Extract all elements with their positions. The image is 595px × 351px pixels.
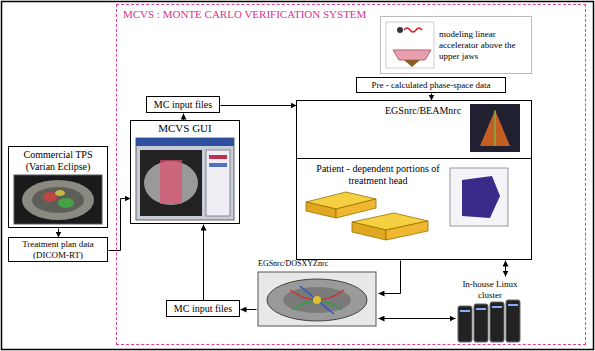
tps-box: Commercial TPS (Varian Eclipse) [8,146,108,228]
linac-icon [386,22,434,68]
connector-arrow [109,199,131,251]
node-label: MCVS : MONTE CARLO VERIFICATION SYSTEM [123,8,579,21]
divider-line [296,158,532,159]
beamnrc-box: EGSnrc/BEAMnrcPatient - dependent portio… [296,100,532,260]
connector-arrow [221,105,297,106]
node-label: EGSnrc/BEAMnrc [385,105,531,117]
dosxyz-module: EGSnrc/DOSXYZnrc [256,258,378,328]
system-region: MCVS : MONTE CARLO VERIFICATION SYSTEM MC… [116,4,586,345]
node-label: Pre - calculated phase-space data [360,79,502,91]
node-label: Commercial TPS (Varian Eclipse) [13,149,103,173]
tps-screenshot [14,175,102,224]
connector-arrow [203,225,204,301]
connector-arrow [241,309,257,310]
input-files-box: MC input files [146,96,220,113]
field-shape [450,168,508,226]
beamnrc-logo [470,104,520,152]
connector-arrow [379,261,401,294]
cluster: In-house Linux cluster [455,276,525,344]
server-icons [458,300,520,342]
jaw-blocks [306,192,428,240]
input-files-box: MC input files [166,300,240,317]
node-label: MC input files [170,302,236,315]
connector-arrow [505,261,506,277]
node-label: modeling linear accelerator above the up… [439,29,529,62]
phase-space-box: Pre - calculated phase-space data [356,77,506,93]
gui-screenshot [136,138,234,220]
node-body: Patient - dependent portions of treatmen… [303,163,453,187]
node-label: Treatment plan data (DICOM-RT) [12,239,104,260]
connector-arrow [379,318,456,319]
linac-model-box: modeling linear accelerator above the up… [380,16,532,74]
dosxyz-image [258,272,376,326]
gui-box: MCVS GUI [130,120,240,224]
node-label: EGSnrc/DOSXYZnrc [258,258,376,270]
plan-data-box: Treatment plan data (DICOM-RT) [8,237,108,262]
node-label: MCVS GUI [134,122,236,135]
node-label: MC input files [150,98,216,111]
node-label: In-house Linux cluster [457,279,523,301]
